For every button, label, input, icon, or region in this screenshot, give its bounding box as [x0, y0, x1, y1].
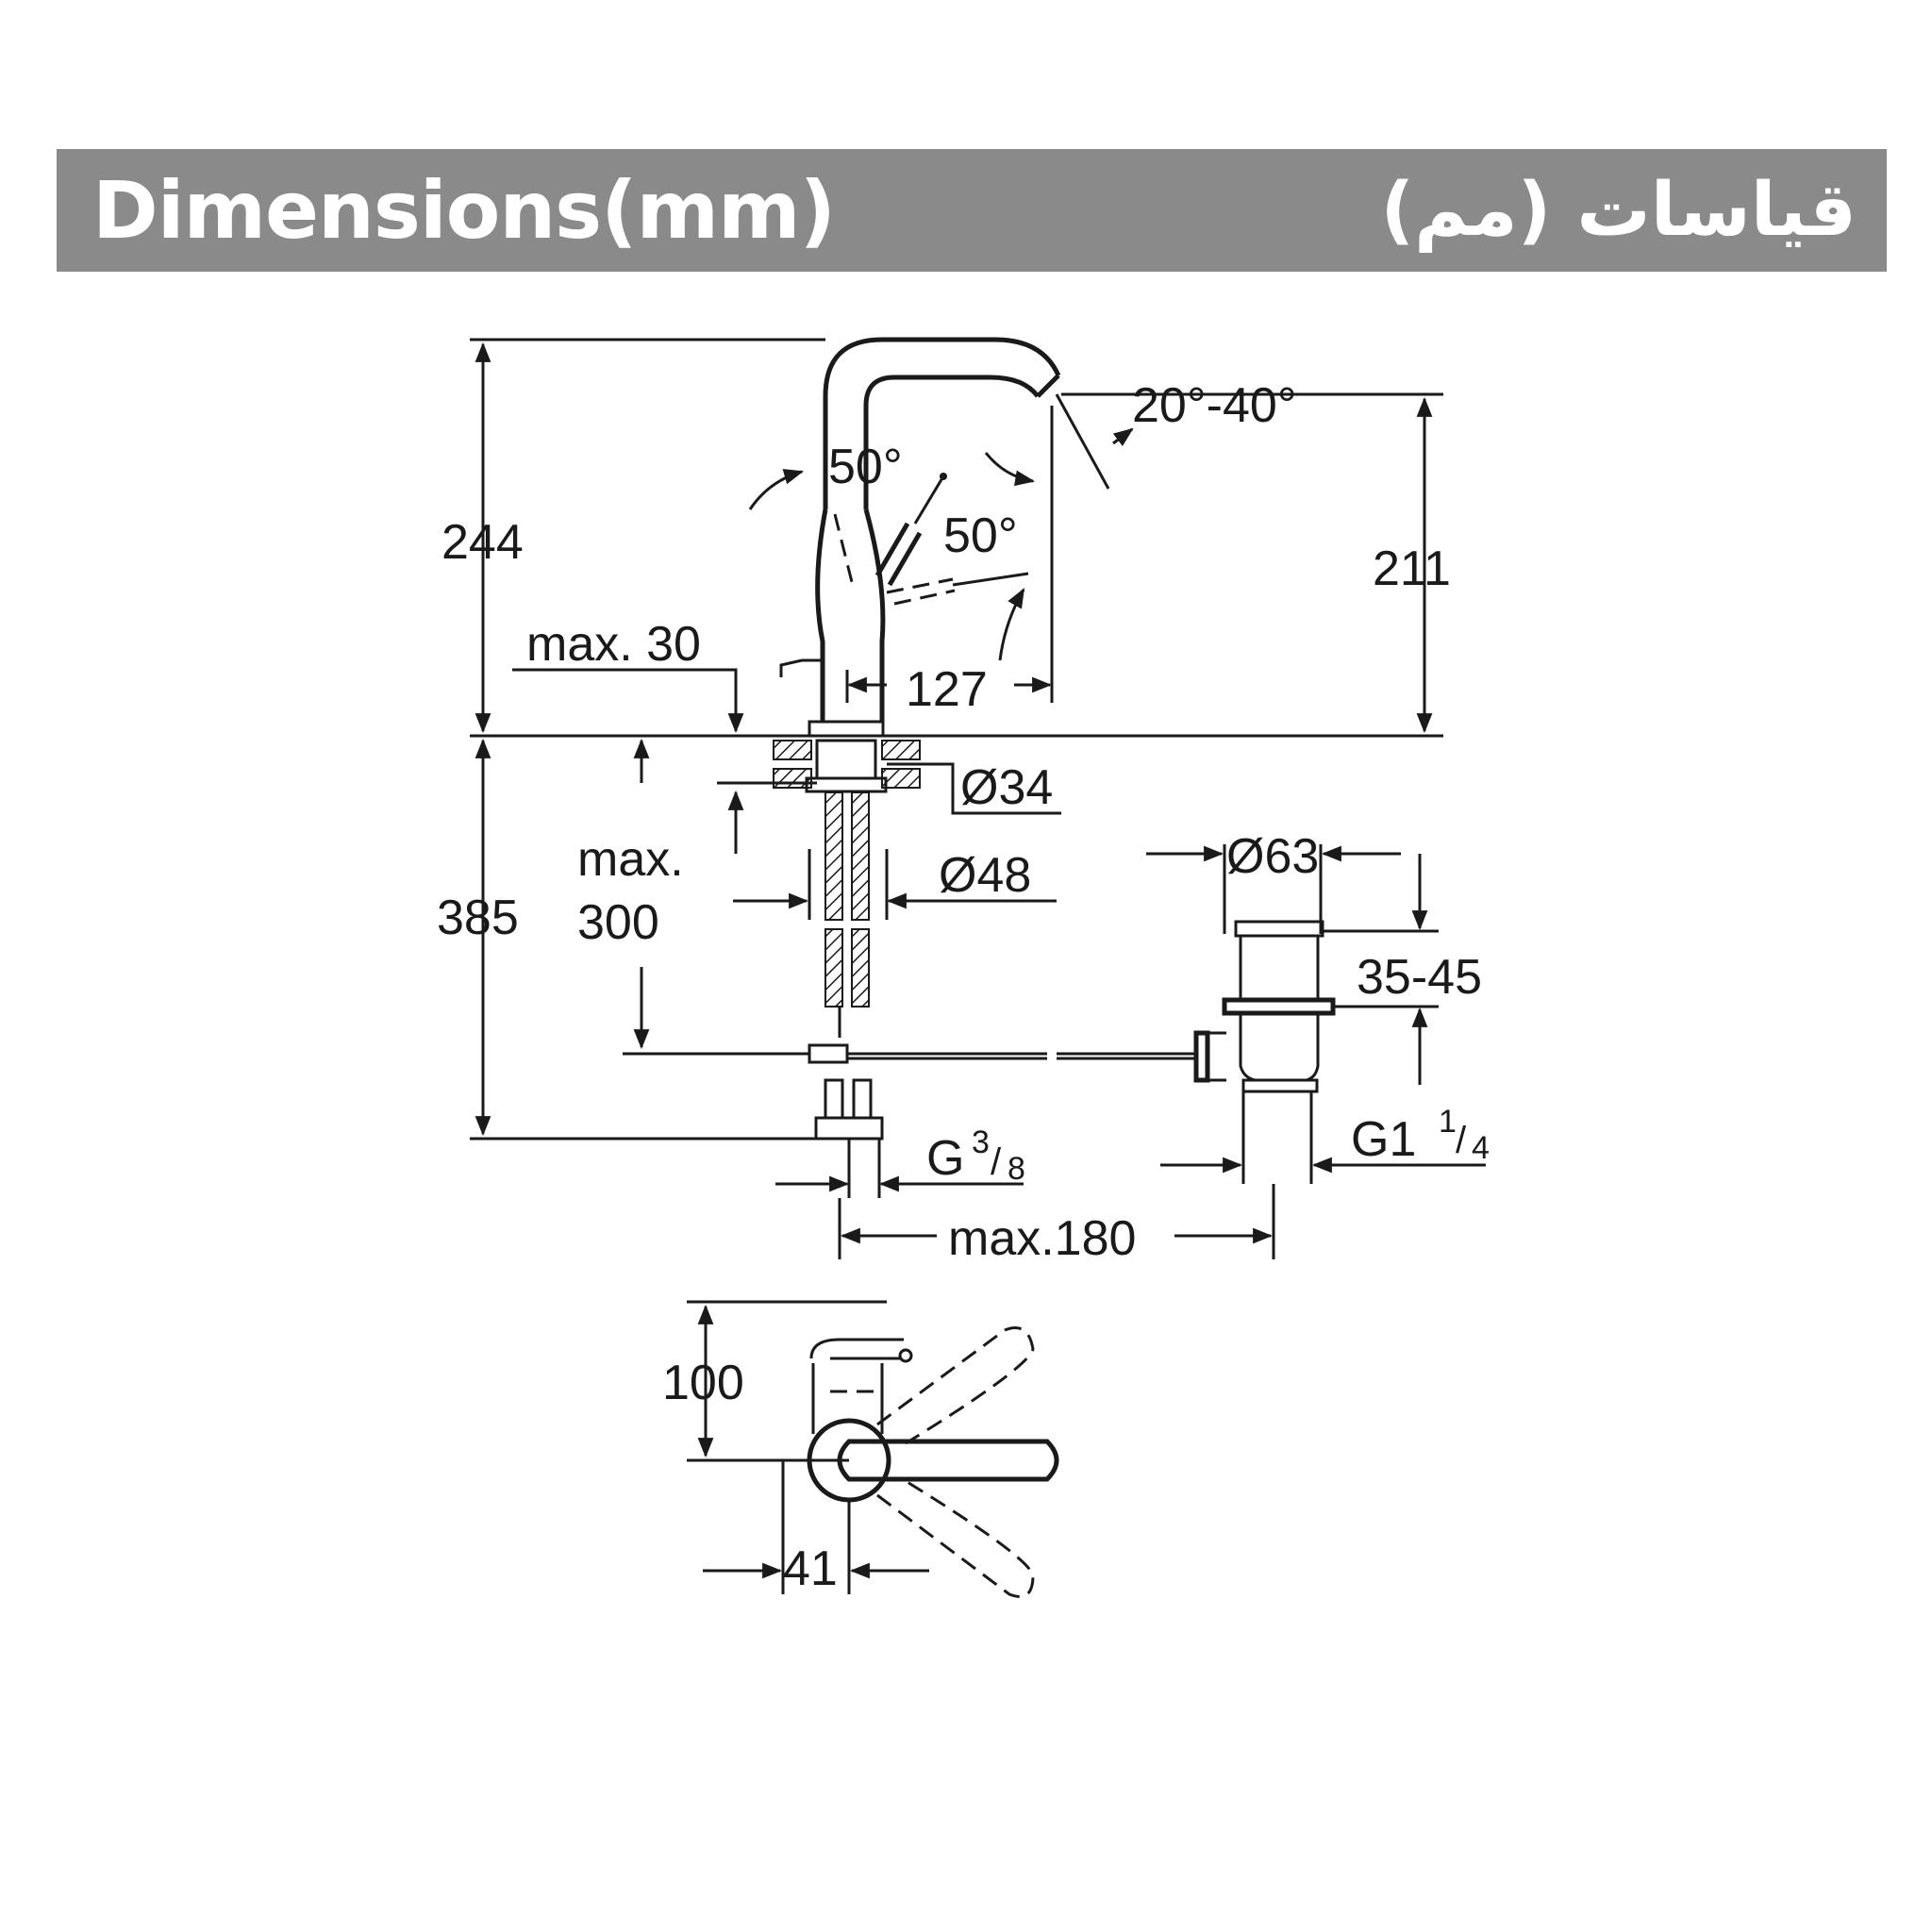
dim-max-30: max. 30 — [526, 617, 701, 672]
dim-100: 100 — [662, 1356, 744, 1410]
dim-diameter-48: Ø48 — [939, 848, 1031, 903]
dim-385: 385 — [437, 891, 519, 945]
dim-diameter-63: Ø63 — [1226, 829, 1319, 884]
dim-angle-spout: 20°-40° — [1132, 378, 1297, 433]
fraction-slash: / — [991, 1141, 1002, 1183]
dim-max-300-value: 300 — [577, 895, 659, 950]
dim-diameter-34: Ø34 — [960, 760, 1053, 815]
dim-angle-lever-left: 50° — [828, 440, 903, 494]
dim-g-connection-num: 3 — [972, 1124, 990, 1160]
dim-g-connection-den: 8 — [1008, 1151, 1025, 1187]
top-view — [687, 1300, 1059, 1598]
dim-max-300-label: max. — [577, 832, 684, 887]
dim-41: 41 — [783, 1541, 838, 1596]
waste-valve — [1193, 920, 1336, 1184]
dim-g-connection: G — [926, 1131, 964, 1186]
title-english: Dimensions(mm) — [92, 164, 836, 257]
dim-angle-lever-right: 50° — [943, 508, 1018, 563]
dim-244: 244 — [441, 515, 524, 570]
dim-35-45: 35-45 — [1357, 950, 1482, 1005]
title-arabic: قياسات (مم) — [1380, 168, 1857, 253]
dim-211: 211 — [1373, 541, 1451, 596]
dim-g1-waste-num: 1 — [1439, 1104, 1457, 1140]
dim-127: 127 — [906, 662, 988, 717]
dim-max-180: max.180 — [948, 1211, 1136, 1266]
faucet-body — [779, 337, 1061, 738]
dim-g1-waste: G1 — [1351, 1112, 1416, 1167]
dim-g1-waste-den: 4 — [1472, 1130, 1490, 1166]
fraction-slash-2: / — [1456, 1120, 1467, 1161]
header-bar: Dimensions(mm) قياسات (مم) — [57, 149, 1887, 272]
underdeck-assembly — [773, 739, 1198, 1198]
